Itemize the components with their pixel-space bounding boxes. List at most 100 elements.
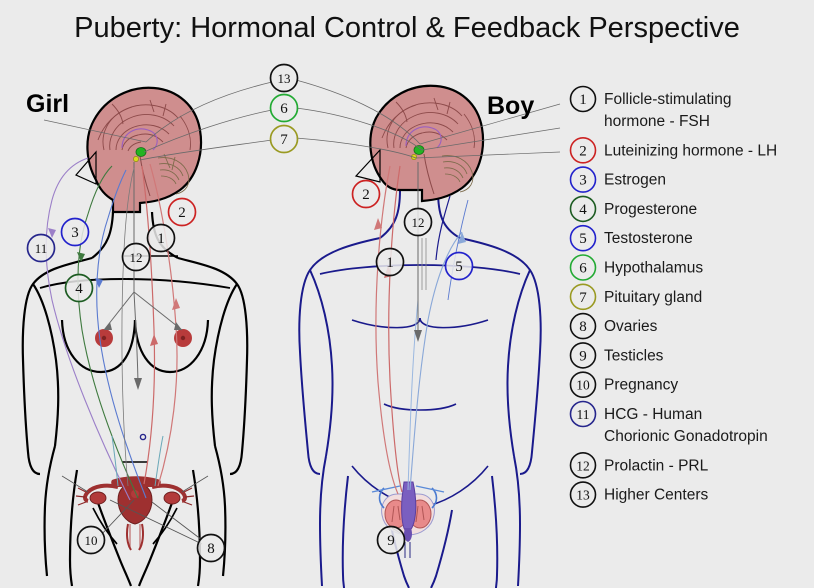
legend-marker-number-2: 2 [579, 143, 587, 159]
legend-label-3: Estrogen [604, 172, 666, 189]
legend-marker-number-13: 13 [576, 488, 590, 503]
legend-marker-circle-3 [569, 166, 597, 193]
vaginal-canal [129, 524, 141, 548]
marker-circle-7 [269, 124, 299, 154]
diagram-marker-8[interactable]: 8 [196, 533, 226, 563]
diagram-marker-9[interactable]: 9 [376, 525, 406, 555]
legend-marker-number-11: 11 [577, 407, 590, 422]
marker-circle-8 [196, 533, 226, 563]
girl-navel-marker [139, 433, 147, 441]
girl-optic-triangle [75, 150, 97, 185]
marker-circle-12 [403, 207, 433, 237]
leader-6-boy [295, 107, 423, 151]
diagram-marker-7[interactable]: 7 [269, 124, 299, 154]
girl-cerebellum [157, 153, 190, 195]
legend-marker-circle-9 [569, 342, 597, 369]
marker-circle-9 [376, 525, 406, 555]
legend-marker-circle-13 [569, 481, 597, 508]
diagram-marker-12[interactable]: 12 [403, 207, 433, 237]
legend-item-9[interactable]: 9 Testicles [569, 342, 664, 369]
diagram-marker-4[interactable]: 4 [64, 273, 94, 303]
legend-marker-circle-12 [569, 451, 597, 479]
cervix-right [138, 523, 144, 551]
legend-label-1: Follicle-stimulating [604, 91, 731, 108]
diagram-marker-12[interactable]: 12 [121, 242, 151, 272]
marker-label-10: 10 [85, 533, 98, 548]
leader-extend-girl [43, 119, 147, 143]
marker-label-6: 6 [280, 101, 288, 117]
diagram-marker-2[interactable]: 2 [351, 179, 381, 209]
pathway-hcg [45, 157, 131, 501]
glans [404, 528, 412, 542]
diagram-marker-1[interactable]: 1 [146, 223, 176, 253]
pathway-lh-boy-arrow [374, 218, 382, 230]
marker-label-13: 13 [278, 71, 291, 86]
diagram-marker-10[interactable]: 10 [76, 525, 106, 555]
pathway-testosterone-2 [407, 299, 419, 491]
pathway-estrogen-arrow [95, 278, 103, 288]
prolactin-arrow-down [134, 378, 142, 390]
boy-body-outline [298, 189, 542, 588]
legend-label-13: Higher Centers [604, 487, 708, 504]
boy-label: Boy [487, 92, 534, 120]
pituitary-marker-girl [133, 156, 139, 162]
diagram-marker-13[interactable]: 13 [269, 63, 299, 93]
marker-label-3: 3 [71, 225, 79, 241]
legend-item-3[interactable]: 3 Estrogen [569, 166, 667, 193]
girl-areola-right [180, 335, 186, 341]
diagram-marker-2[interactable]: 2 [167, 197, 197, 227]
legend-label-9: Testicles [604, 347, 664, 364]
girl-limbic-loop [121, 128, 158, 151]
pathway-feedback-girl [121, 167, 135, 487]
legend-label-12: Prolactin - PRL [604, 457, 709, 474]
marker-label-1: 1 [386, 255, 394, 271]
diagram-marker-6[interactable]: 6 [269, 93, 299, 123]
marker-circle-1 [146, 223, 176, 253]
spermatic-cord-right [415, 485, 445, 493]
pathway-ovarian-right [154, 435, 164, 487]
boy-brain-gyri [381, 97, 475, 149]
uterus-fundus [111, 476, 161, 487]
prolactin-boy-arrow [414, 330, 422, 342]
legend-item-13[interactable]: 13 Higher Centers [569, 481, 709, 508]
pathway-boy-neck-blue-2 [447, 199, 469, 301]
legend-marker-circle-11 [569, 400, 597, 428]
urethra [404, 542, 411, 558]
boy-limbic-loop [405, 126, 442, 149]
pathway-ovarian-left [111, 435, 119, 487]
legend-marker-number-3: 3 [579, 173, 587, 189]
hormone-pathways [43, 79, 561, 545]
prolactin-arrow-left [104, 322, 112, 330]
diagram-marker-11[interactable]: 11 [26, 233, 56, 263]
marker-label-9: 9 [387, 533, 395, 549]
marker-circle-2 [351, 179, 381, 209]
pathway-lh-girl-arrow [172, 298, 180, 310]
marker-circle-10 [76, 525, 106, 555]
legend-label-cont-11: Chorionic Gonadotropin [604, 428, 768, 445]
marker-circle-6 [269, 93, 299, 123]
legend-marker-circle-2 [569, 137, 597, 164]
diagram-marker-1[interactable]: 1 [375, 247, 405, 277]
legend-marker-circle-7 [569, 283, 597, 311]
legend-marker-circle-5 [569, 224, 597, 252]
legend-label-2: Luteinizing hormone - LH [604, 142, 777, 159]
diagram-marker-3[interactable]: 3 [60, 217, 90, 247]
boy-optic-triangle [354, 148, 381, 183]
diagram-marker-5[interactable]: 5 [444, 251, 474, 281]
legend-marker-number-9: 9 [579, 348, 587, 364]
legend-item-2[interactable]: 2 Luteinizing hormone - LH [569, 137, 778, 164]
pathway-testosterone [409, 231, 463, 491]
pathway-testosterone-arrow [458, 232, 466, 244]
legend-label-4: Progesterone [604, 201, 697, 218]
marker-label-4: 4 [75, 281, 83, 297]
